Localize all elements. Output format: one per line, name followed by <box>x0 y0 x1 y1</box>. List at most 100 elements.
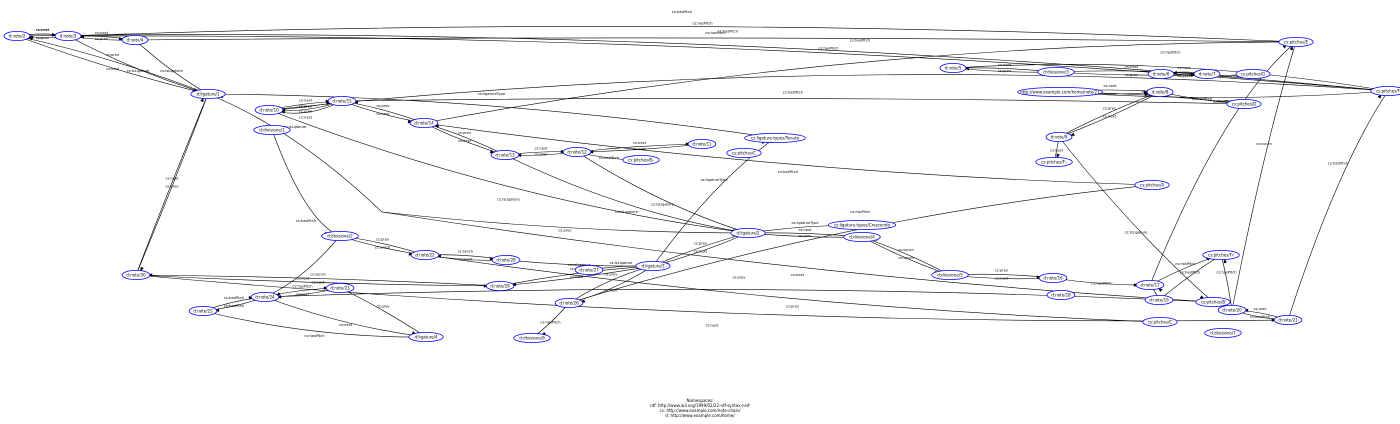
node-n4[interactable]: d:note/4 <box>121 35 149 46</box>
node-n22[interactable]: d:note/22 <box>410 249 440 260</box>
node-label: cs:pitches/D <box>1232 101 1257 106</box>
node-pC[interactable]: cs:pitches/C <box>1142 316 1178 327</box>
node-pFlat[interactable]: cs:pitches/F♭ <box>1035 156 1073 167</box>
node-n17[interactable]: d:note/17 <box>1135 279 1165 290</box>
node-n18[interactable]: d:note/18 <box>1046 289 1076 300</box>
node-n7[interactable]: d:note/7 <box>1193 69 1221 80</box>
namespaces-title: Namespaces: <box>687 398 714 403</box>
edge-label: cs:synch <box>898 248 914 252</box>
node-label: d:note/23 <box>330 285 350 290</box>
node-shape <box>254 105 284 116</box>
node-shape <box>1045 131 1073 142</box>
node-pBf[interactable]: cs:pitches/B♭ <box>622 154 660 165</box>
node-shape <box>1134 179 1170 190</box>
node-n6[interactable]: d:note/6 <box>1147 69 1175 80</box>
node-l2[interactable]: d:ligature/2 <box>730 227 766 238</box>
edge-label: cs:next <box>1103 115 1117 119</box>
edge-label: cs:next <box>798 228 812 232</box>
node-label: d:note/27 <box>579 267 599 272</box>
node-label: cs:pitches/A <box>1140 182 1164 187</box>
node-label: d:note/8 <box>1152 89 1169 94</box>
node-n24[interactable]: d:note/24 <box>250 291 280 302</box>
node-l1[interactable]: d:ligature/1 <box>190 89 226 100</box>
edge-label: cs:hasPitch <box>224 304 244 308</box>
node-pB[interactable]: cs:pitches/B <box>1195 296 1231 307</box>
node-label: cs:pitches/F♭ <box>1041 159 1067 164</box>
node-n15[interactable]: d:note/15 <box>327 96 357 107</box>
node-tCres[interactable]: cs:ligature-types/Crescendo <box>827 219 897 230</box>
node-label: d:note/28 <box>496 257 516 262</box>
node-label: cs:pitches/F <box>1376 88 1400 93</box>
node-n29[interactable]: d:note/29 <box>485 280 515 291</box>
node-label: d:note/22 <box>415 252 435 257</box>
edge-line <box>16 34 1389 92</box>
edge-cs-prev: cs:prev <box>16 35 209 95</box>
node-n27[interactable]: d:note/27 <box>574 264 604 275</box>
namespaces-legend: Namespaces: rdf: http://www.w3.org/1999/… <box>650 398 751 418</box>
node-pE[interactable]: cs:pitches/E <box>1278 37 1314 48</box>
node-label: d:note/21 <box>1278 317 1298 322</box>
edge-label: cs:prev <box>1103 92 1117 96</box>
node-url[interactable]: http://www.example.com/home/note/21 <box>1017 87 1103 98</box>
node-n30[interactable]: d:note/30 <box>121 269 151 280</box>
node-n2[interactable]: d:note/2 <box>3 30 31 41</box>
edge-line <box>16 35 209 95</box>
edge-arrowhead <box>140 266 144 272</box>
node-n12[interactable]: d:note/12 <box>562 146 592 157</box>
node-label: d:note/7 <box>1199 71 1216 76</box>
node-label: d:note/6 <box>1153 71 1170 76</box>
namespace-line-cs: cs: http://www.example.com/note-chain/ <box>660 408 742 413</box>
edge-label: cs:hasPitch <box>1175 262 1195 266</box>
node-shape <box>408 331 444 342</box>
node-pG[interactable]: cs:pitches/G <box>1235 69 1271 80</box>
node-n3[interactable]: d:note/3 <box>54 30 82 41</box>
edge-label: cs:hasPitch <box>1216 271 1236 275</box>
node-shape <box>1037 67 1075 78</box>
node-shape <box>1235 69 1271 80</box>
node-n20[interactable]: d:note/20 <box>1217 304 1247 315</box>
node-d5[interactable]: d:divisione/5 <box>931 269 969 280</box>
node-shape <box>574 264 604 275</box>
node-n21[interactable]: d:note/21 <box>1273 314 1303 325</box>
node-n26[interactable]: d:note/26 <box>554 297 584 308</box>
node-n5[interactable]: d:note/5 <box>939 63 967 74</box>
node-l3[interactable]: d:ligature/3 <box>635 260 671 271</box>
node-n23[interactable]: d:note/23 <box>325 282 355 293</box>
node-d2[interactable]: d:divisione/2 <box>321 230 359 241</box>
node-n16[interactable]: d:note/16 <box>1038 272 1068 283</box>
edge-label: cs:prev <box>998 69 1012 73</box>
edge-line <box>134 39 209 95</box>
node-n9[interactable]: d:note/9 <box>1045 131 1073 142</box>
node-n25[interactable]: d:note/25 <box>188 305 218 316</box>
node-d4[interactable]: d:divisione/4 <box>843 231 881 242</box>
node-n19[interactable]: d:note/19 <box>1144 294 1174 305</box>
node-d1[interactable]: d:divisione/1 <box>253 125 291 136</box>
node-n14[interactable]: d:note/14 <box>409 118 439 129</box>
node-n28[interactable]: d:note/28 <box>491 254 521 265</box>
node-n8[interactable]: d:note/8 <box>1146 87 1174 98</box>
node-label: d:divisione/3 <box>1043 69 1069 74</box>
edge-line <box>381 211 1214 303</box>
node-pA[interactable]: cs:pitches/A <box>1134 179 1170 190</box>
node-pF[interactable]: cs:pitches/F <box>1370 86 1400 96</box>
edge-label: cs:prev <box>732 276 746 280</box>
edge-label: cs:next <box>791 273 805 277</box>
node-pD[interactable]: cs:pitches/D <box>1226 99 1262 110</box>
node-d6[interactable]: d:divisione/6 <box>513 332 551 343</box>
node-shape <box>250 291 280 302</box>
edge-cs-haspitch: cs:hasPitch <box>423 122 1153 187</box>
node-shape <box>321 230 359 241</box>
node-pFs[interactable]: cs:pitches/F♯ <box>1202 249 1240 260</box>
node-n11[interactable]: d:note/11 <box>687 138 717 149</box>
node-d3[interactable]: d:divisione/3 <box>1037 67 1075 78</box>
node-label: cs:pitches/B♭ <box>628 157 654 162</box>
edge-cs-prev: cs:prev <box>135 93 209 276</box>
node-shape <box>491 254 521 265</box>
node-d7[interactable]: d:divisione/7 <box>1204 327 1242 338</box>
node-n13[interactable]: d:note/13 <box>490 149 520 160</box>
node-tTen[interactable]: cs:ligature-types/Tenuto <box>744 132 806 143</box>
node-shape <box>253 125 291 136</box>
node-pCn[interactable]: cs:pitches/C <box>726 147 762 158</box>
node-l4[interactable]: d:ligature/4 <box>408 331 444 342</box>
node-n10[interactable]: d:note/10 <box>254 105 284 116</box>
